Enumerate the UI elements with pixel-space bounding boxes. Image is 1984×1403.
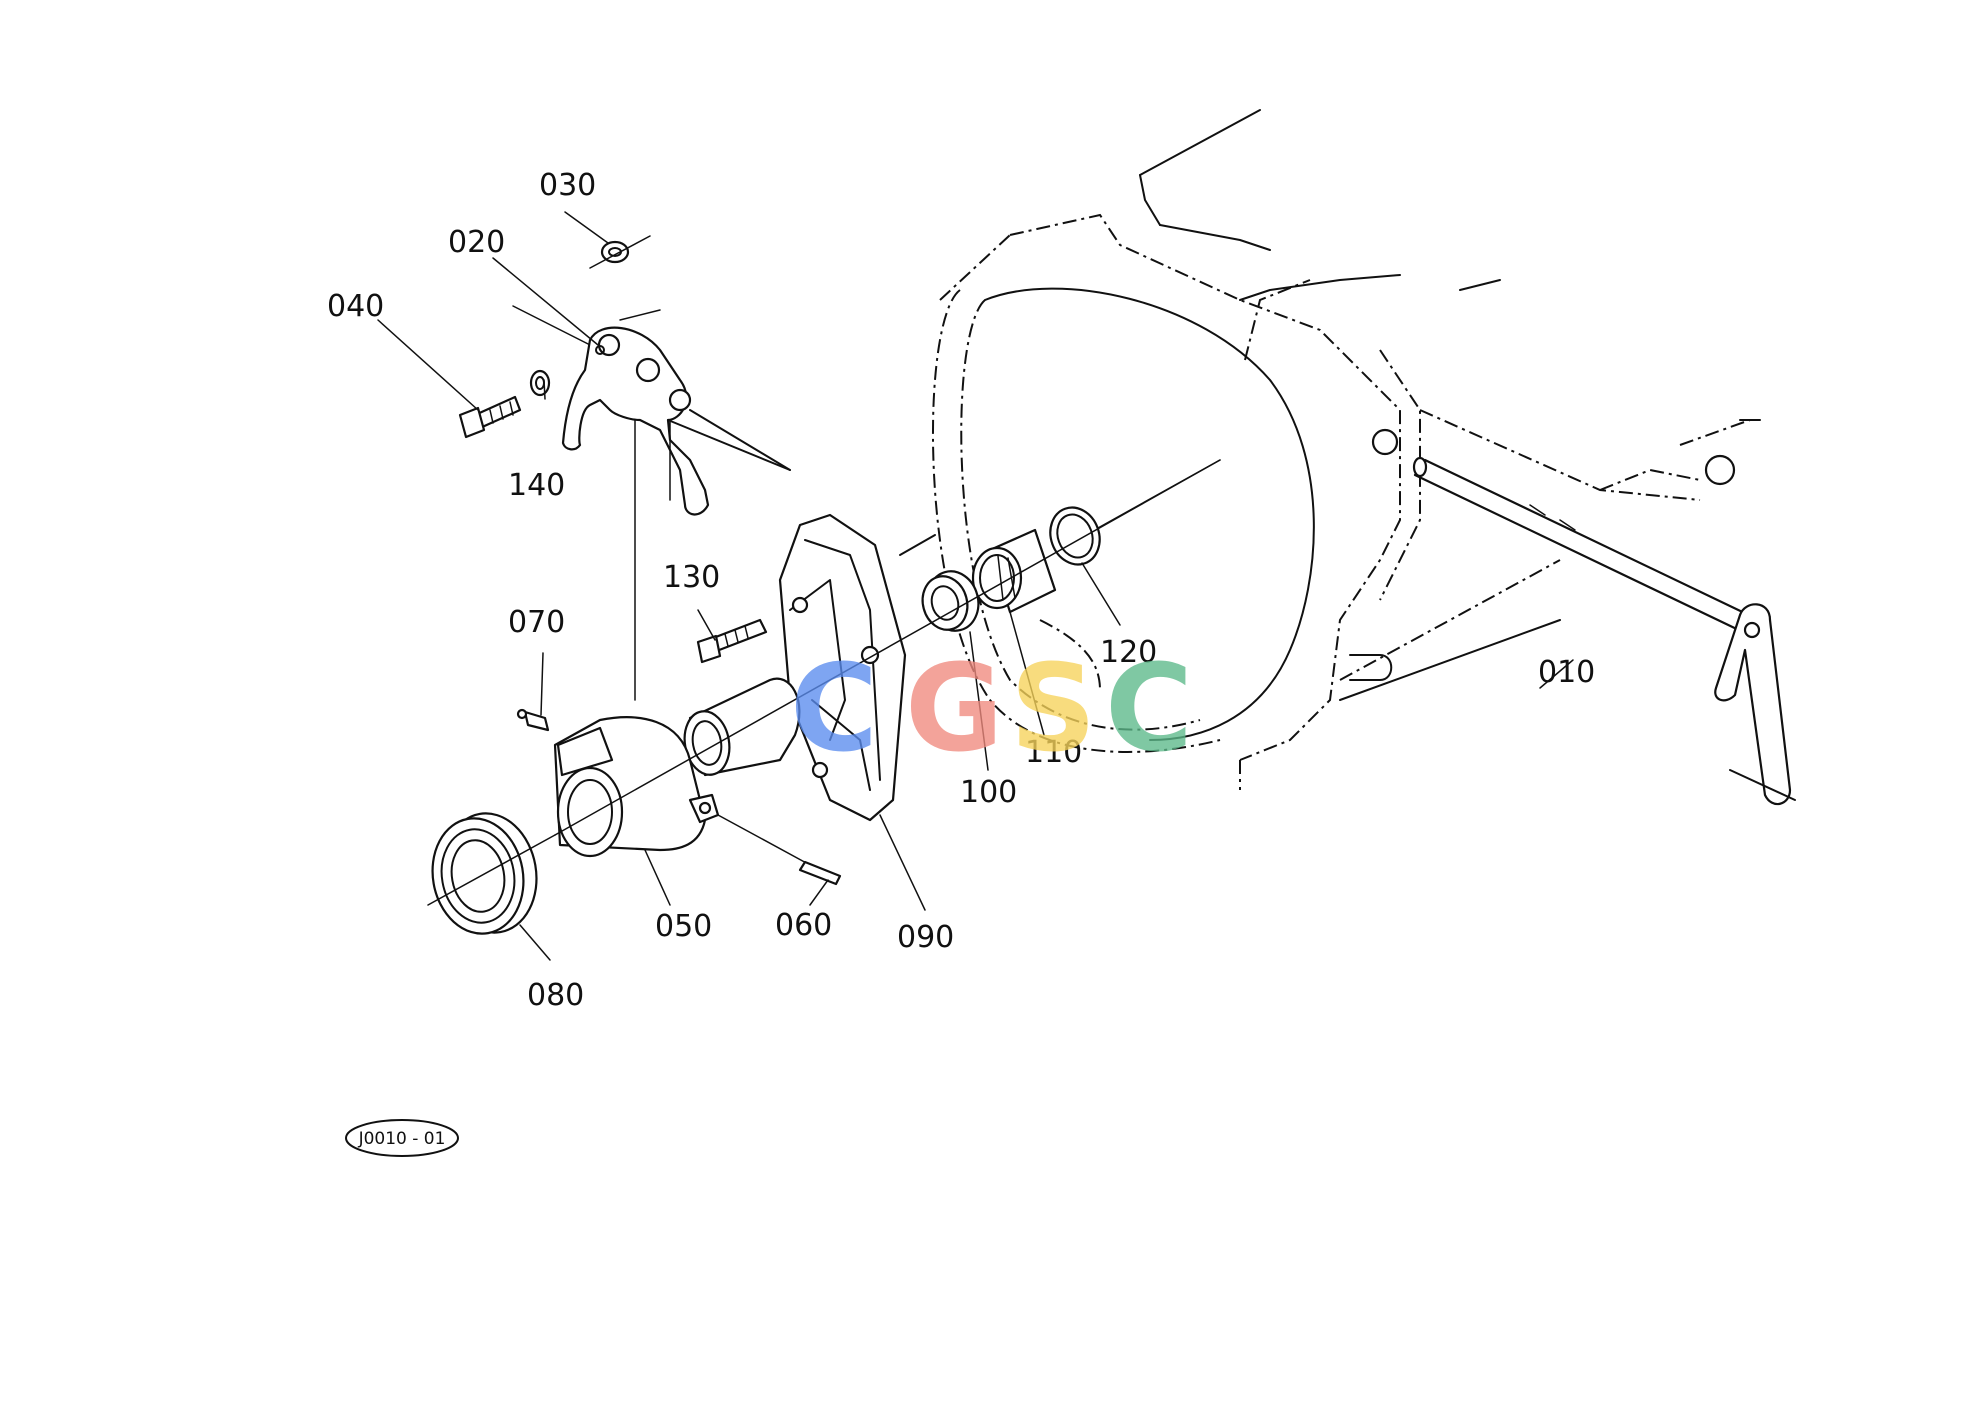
oil-seal-100 <box>921 570 980 632</box>
label-080: 080 <box>527 978 584 1013</box>
washer-140 <box>529 369 551 397</box>
bearing-holder-090 <box>683 513 936 822</box>
reference-code-badge: J0010 - 01 <box>345 1119 459 1157</box>
leader-lines <box>377 211 1574 961</box>
label-110: 110 <box>1025 735 1082 770</box>
label-030: 030 <box>539 168 596 203</box>
release-shaft-010 <box>1412 456 1796 806</box>
release-bearing-080 <box>427 812 556 935</box>
label-090: 090 <box>897 920 954 955</box>
pin-060 <box>717 814 842 886</box>
release-fork-020 <box>512 305 791 701</box>
reference-code-text: J0010 - 01 <box>358 1129 446 1149</box>
label-130: 130 <box>663 560 720 595</box>
needle-bearing-110 <box>971 528 1057 614</box>
label-050: 050 <box>655 909 712 944</box>
label-100: 100 <box>960 775 1017 810</box>
release-hub-050 <box>553 716 720 858</box>
label-060: 060 <box>775 908 832 943</box>
assembly-axis <box>554 459 1221 836</box>
bolt-040 <box>458 395 522 439</box>
label-040: 040 <box>327 289 384 324</box>
label-010: 010 <box>1538 655 1595 690</box>
watermark-logo: C G S C <box>790 640 1193 779</box>
label-120: 120 <box>1100 635 1157 670</box>
bolt-130 <box>696 618 768 664</box>
label-020: 020 <box>448 225 505 260</box>
watermark-letter-2: G <box>905 640 1004 779</box>
grease-nipple-070 <box>516 708 550 732</box>
label-070: 070 <box>508 605 565 640</box>
snap-ring-120 <box>1049 459 1221 566</box>
watermark-letter-3: S <box>1010 640 1096 779</box>
watermark-letter-1: C <box>790 640 878 779</box>
bushing-030 <box>589 235 651 269</box>
label-140: 140 <box>508 468 565 503</box>
clutch-housing <box>932 109 1761 790</box>
watermark-letter-4: C <box>1105 640 1193 779</box>
